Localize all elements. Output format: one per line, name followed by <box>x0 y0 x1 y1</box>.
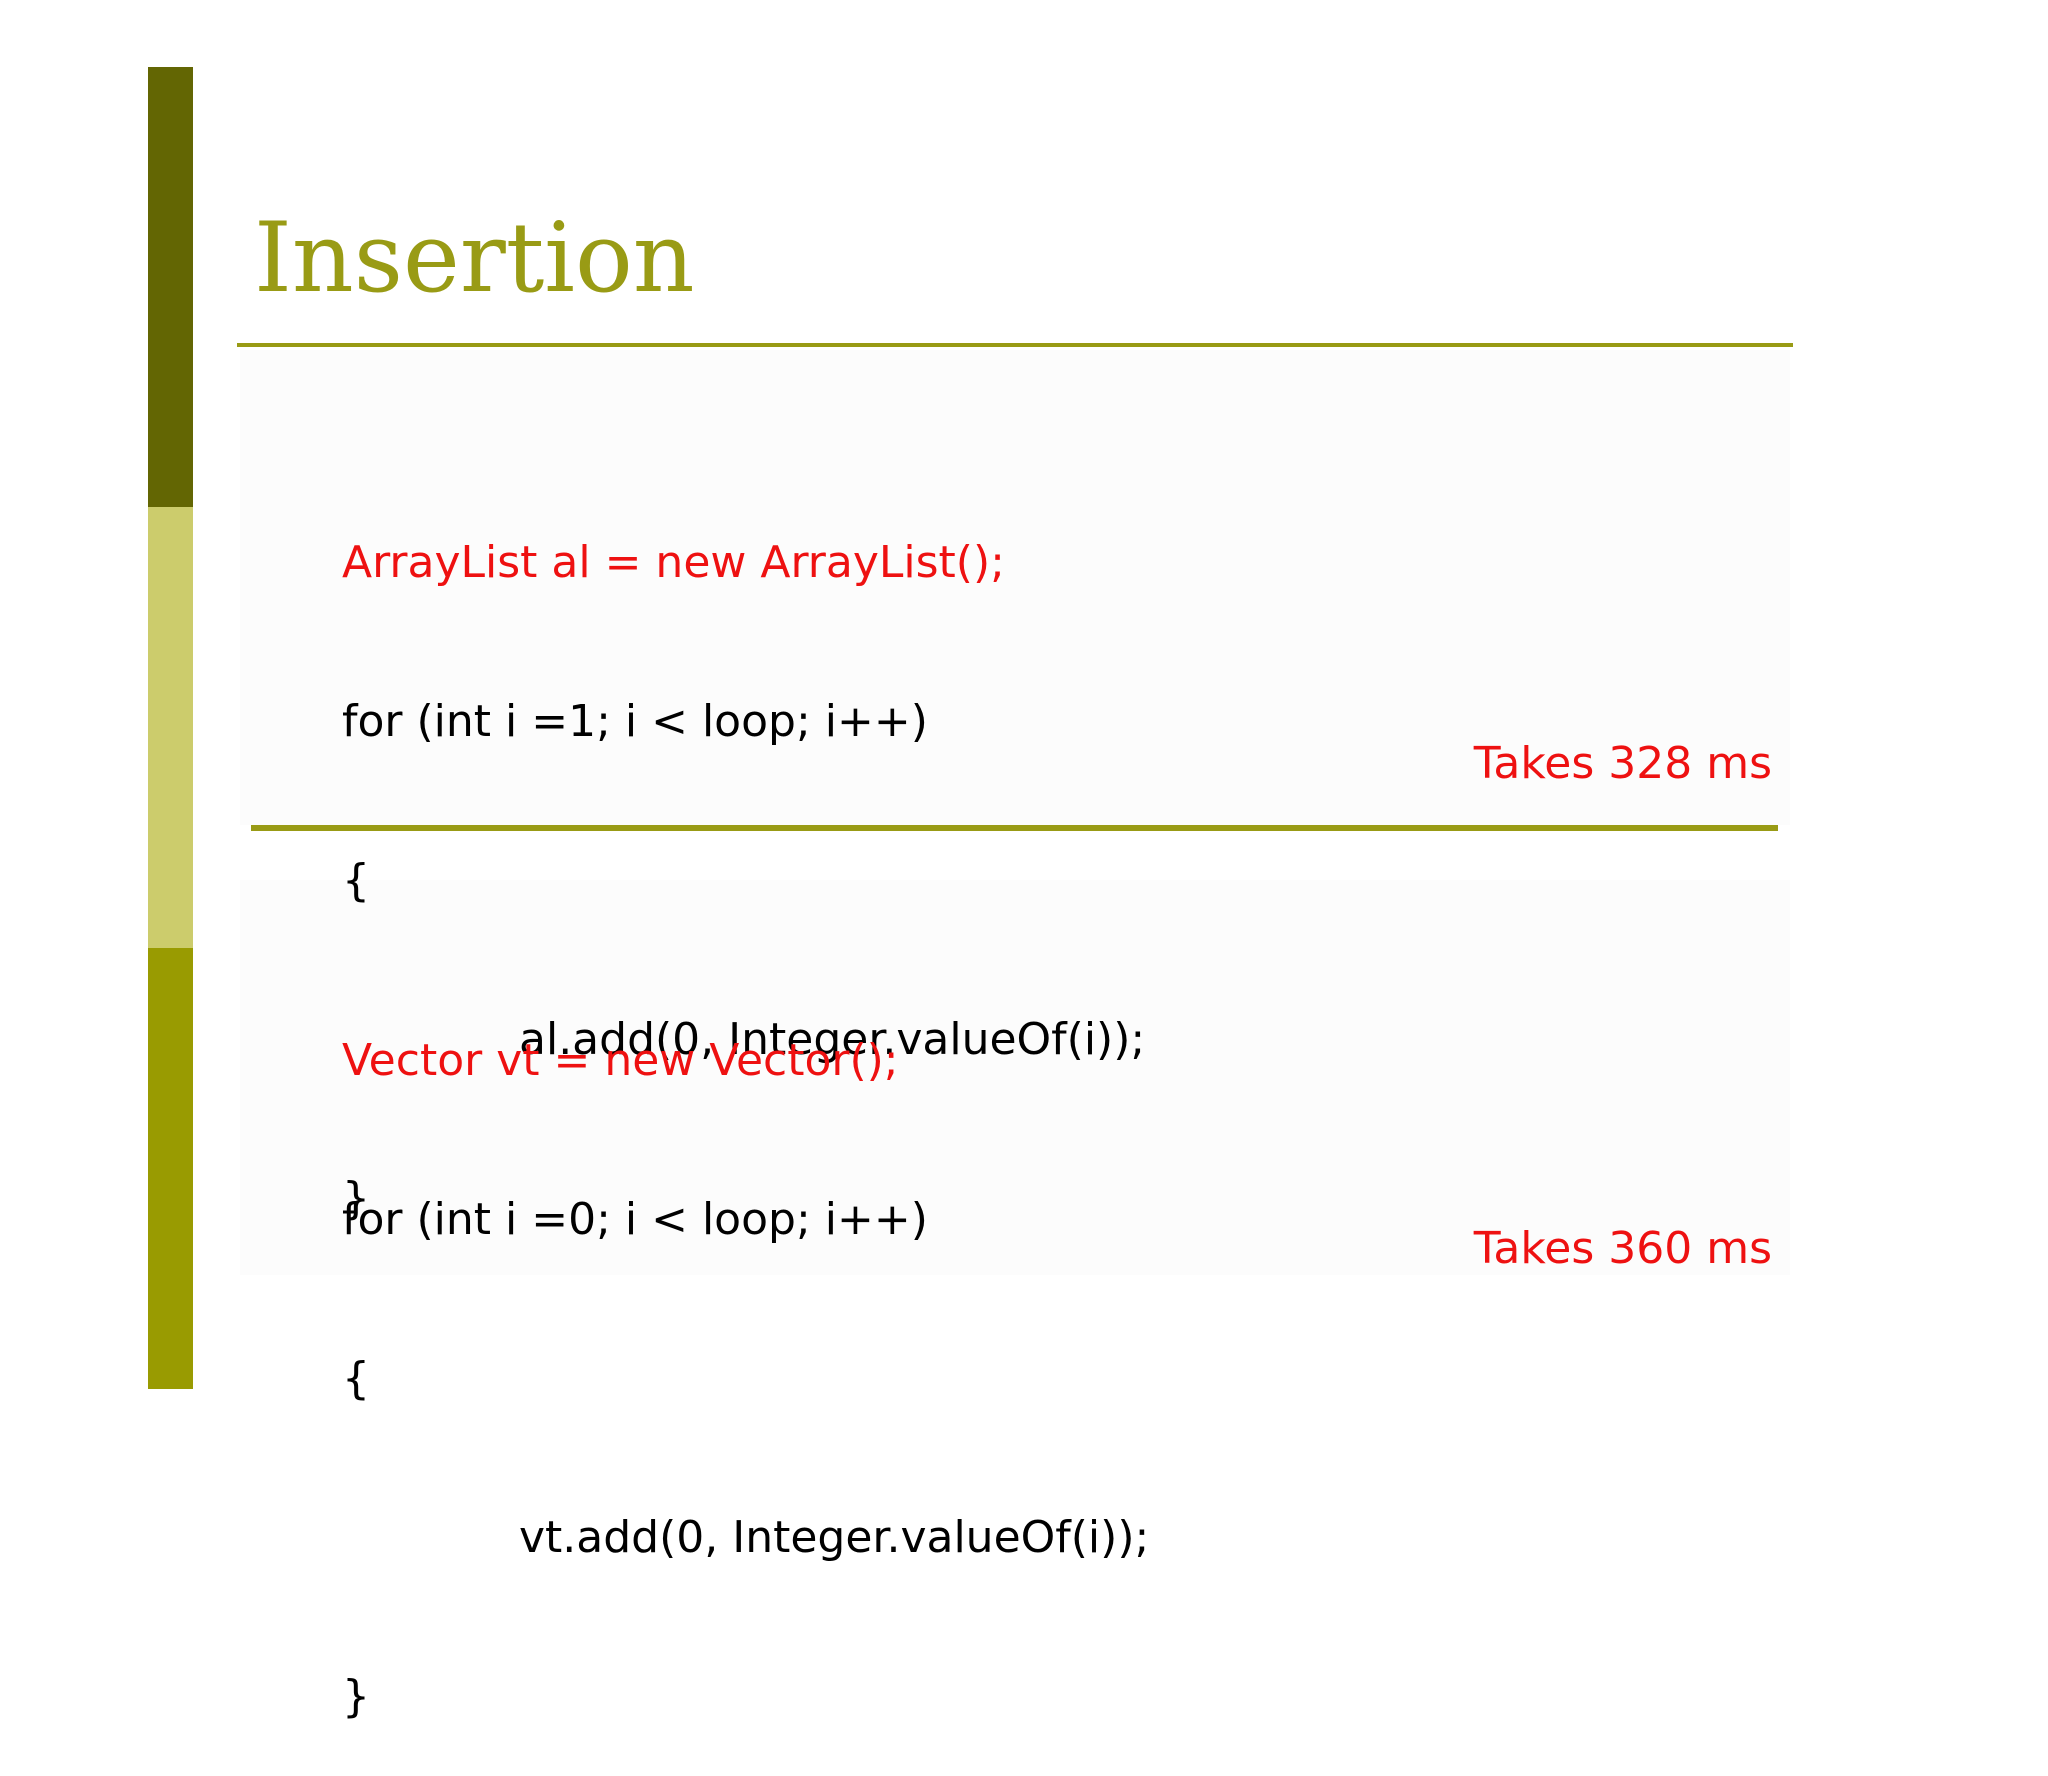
side-accent-bar-top <box>148 67 193 507</box>
code-close-brace: } <box>342 1173 370 1224</box>
side-accent-bar-middle <box>148 507 193 948</box>
code-loop-header: for (int i =0; i < loop; i++) <box>342 1194 928 1245</box>
code-declaration: ArrayList al = new ArrayList(); <box>342 537 1005 588</box>
code-loop-body: vt.add(0, Integer.valueOf(i)); <box>519 1512 1150 1563</box>
timing-result-vector: Takes 360 ms <box>1473 1223 1772 1274</box>
code-close-brace: } <box>342 1671 370 1722</box>
timing-result-arraylist: Takes 328 ms <box>1473 738 1772 789</box>
section-divider <box>251 825 1778 831</box>
code-open-brace: { <box>342 855 370 906</box>
code-loop-header: for (int i =1; i < loop; i++) <box>342 696 928 747</box>
slide-title: Insertion <box>254 202 695 314</box>
code-declaration: Vector vt = new Vector(); <box>342 1035 899 1086</box>
code-loop-body: al.add(0, Integer.valueOf(i)); <box>519 1014 1146 1065</box>
code-block-arraylist: ArrayList al = new ArrayList(); for (int… <box>342 430 1145 1278</box>
code-open-brace: { <box>342 1353 370 1404</box>
side-accent-bar-bottom <box>148 948 193 1389</box>
code-block-vector: Vector vt = new Vector(); for (int i =0;… <box>342 928 1149 1776</box>
code-panel-arraylist <box>240 350 1790 825</box>
code-panel-vector <box>240 880 1790 1275</box>
title-underline <box>237 343 1793 347</box>
